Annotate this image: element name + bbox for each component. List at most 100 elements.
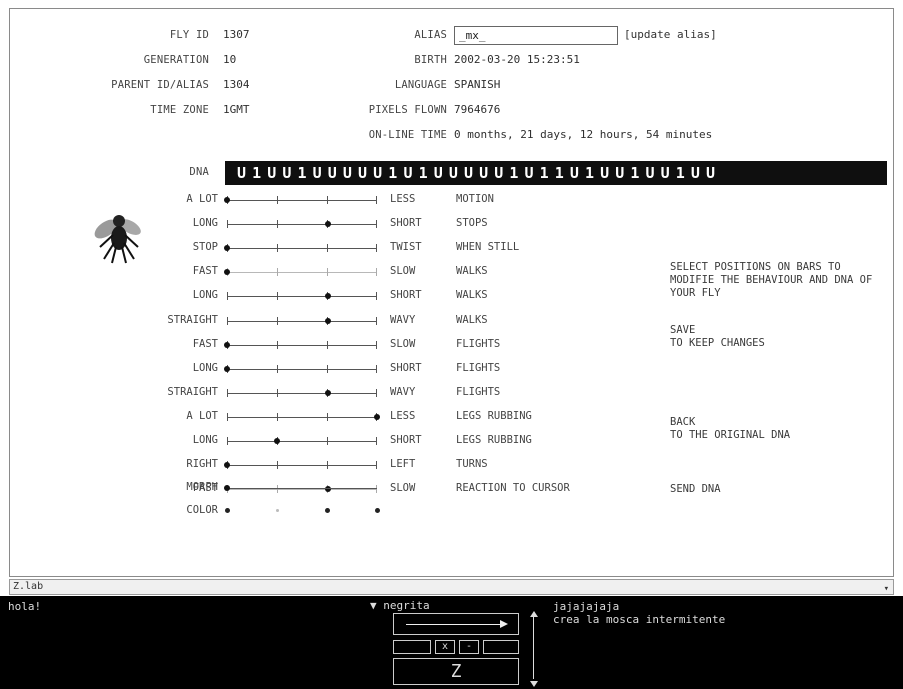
- slider-knob[interactable]: [374, 413, 380, 420]
- trait-slider[interactable]: [224, 360, 377, 380]
- minimize-button[interactable]: -: [459, 640, 479, 654]
- trait-right-label: WAVY: [390, 385, 416, 398]
- parent-value: 1304: [223, 78, 250, 91]
- status-bar: Z.lab ▾: [9, 579, 894, 595]
- slider-knob[interactable]: [324, 221, 331, 228]
- trait-slider[interactable]: [227, 432, 377, 452]
- trait-slider[interactable]: [224, 191, 377, 211]
- trait-slider[interactable]: [224, 456, 377, 476]
- fly-id-label: FLY ID: [169, 29, 209, 41]
- trait-right-label: SLOW: [390, 482, 416, 495]
- trait-slider[interactable]: [227, 408, 380, 428]
- trait-description: STOPS: [456, 217, 488, 230]
- trait-slider[interactable]: [224, 263, 377, 283]
- slider-knob[interactable]: [224, 197, 230, 203]
- trait-left-label: LONG: [192, 434, 218, 446]
- scroll-up-icon[interactable]: [530, 611, 538, 617]
- trait-slider[interactable]: [224, 336, 377, 356]
- slider-knob[interactable]: [324, 486, 331, 493]
- trait-row: LONG SHORT WALKS: [10, 287, 650, 307]
- alias-label: ALIAS: [414, 29, 447, 41]
- slider-knob[interactable]: [224, 269, 230, 276]
- trait-slider[interactable]: [227, 312, 377, 332]
- morph-label: MORPH: [186, 481, 218, 493]
- slider-knob[interactable]: [224, 365, 230, 372]
- slider-knob[interactable]: [324, 317, 331, 324]
- online-time-value: 0 months, 21 days, 12 hours, 54 minutes: [454, 128, 713, 141]
- send-dna-button[interactable]: SEND DNA: [670, 483, 721, 495]
- fly-icon: [94, 215, 141, 264]
- pixels-flown-value: 7964676: [454, 103, 501, 116]
- save-button[interactable]: SAVE: [670, 324, 696, 336]
- online-time-label: ON-LINE TIME: [368, 129, 447, 141]
- language-label: LANGUAGE: [394, 79, 447, 91]
- trait-left-label: FAST: [192, 482, 218, 495]
- back-button[interactable]: BACK: [670, 416, 696, 428]
- console-scrollbar[interactable]: [527, 611, 541, 687]
- slider-knob[interactable]: [324, 293, 331, 300]
- trait-left-label: LONG: [192, 289, 218, 302]
- slider-knob[interactable]: [224, 245, 230, 252]
- trait-description: WALKS: [456, 289, 488, 302]
- trait-description: LEGS RUBBING: [456, 434, 532, 446]
- trait-row: LONG SHORT STOPS: [10, 215, 650, 235]
- birth-label: BIRTH: [414, 54, 447, 66]
- trait-right-label: LESS: [390, 193, 416, 205]
- trait-description: FLIGHTS: [456, 337, 501, 350]
- close-button[interactable]: x: [435, 640, 455, 654]
- chat-line-2: crea la mosca intermitente: [553, 613, 726, 626]
- trait-left-label: STOP: [192, 241, 218, 254]
- trait-right-label: SHORT: [390, 289, 422, 302]
- trait-slider[interactable]: [227, 287, 377, 307]
- slider-knob[interactable]: [273, 438, 280, 444]
- morph-slider[interactable]: [224, 479, 377, 499]
- trait-description: MOTION: [456, 193, 494, 205]
- dna-label: DNA: [189, 166, 209, 178]
- trait-left-label: LONG: [192, 217, 218, 230]
- update-alias-link[interactable]: [update alias]: [624, 28, 717, 41]
- trait-left-label: A LOT: [186, 193, 218, 205]
- trait-right-label: SHORT: [390, 434, 422, 446]
- morph-row: MORPH: [10, 479, 650, 499]
- trait-row: LONG SHORT LEGS RUBBING: [10, 432, 650, 452]
- pixels-flown-label: PIXELS FLOWN: [368, 104, 447, 116]
- alias-input[interactable]: [454, 26, 618, 45]
- send-arrow-button[interactable]: [393, 613, 519, 635]
- status-dropdown-icon[interactable]: ▾: [883, 584, 889, 594]
- trait-left-label: RIGHT: [186, 458, 218, 471]
- slider-knob[interactable]: [324, 389, 331, 396]
- trait-slider[interactable]: [227, 384, 377, 404]
- parent-label: PARENT ID/ALIAS: [111, 79, 209, 91]
- scroll-down-icon[interactable]: [530, 681, 538, 687]
- trait-right-label: SLOW: [390, 265, 416, 278]
- trait-right-label: LESS: [390, 409, 416, 422]
- fly-profile-panel: FLY ID 1307 GENERATION 10 PARENT ID/ALIA…: [9, 8, 894, 577]
- trait-slider[interactable]: [224, 239, 377, 259]
- trait-left-label: STRAIGHT: [167, 313, 218, 326]
- color-dot[interactable]: [325, 508, 330, 513]
- color-dot[interactable]: [276, 509, 279, 512]
- slider-knob[interactable]: [224, 462, 230, 469]
- timezone-label: TIME ZONE: [150, 104, 209, 116]
- color-dot[interactable]: [375, 508, 380, 513]
- console-button-row: x -: [393, 640, 519, 654]
- color-row: COLOR: [10, 502, 650, 522]
- dna-sequence: U1UU1UUUUU1U1UUUUU1U11U1UU1UU1UU: [225, 161, 887, 185]
- trait-left-label: A LOT: [186, 409, 218, 422]
- timezone-value: 1GMT: [223, 103, 250, 116]
- trait-slider[interactable]: [227, 215, 377, 235]
- generation-value: 10: [223, 53, 237, 66]
- fly-id-value: 1307: [223, 28, 250, 41]
- arrow-right-icon: [500, 620, 508, 628]
- chat-message-right: jajajajaja crea la mosca intermitente: [553, 600, 725, 626]
- chat-message-left: hola!: [8, 600, 42, 613]
- trait-right-label: SLOW: [390, 337, 416, 350]
- font-style-select[interactable]: ▼ negrita: [370, 599, 430, 612]
- trait-right-label: SHORT: [390, 217, 422, 230]
- slider-knob[interactable]: [224, 341, 230, 348]
- color-dot[interactable]: [225, 508, 230, 513]
- color-selector[interactable]: [225, 502, 380, 522]
